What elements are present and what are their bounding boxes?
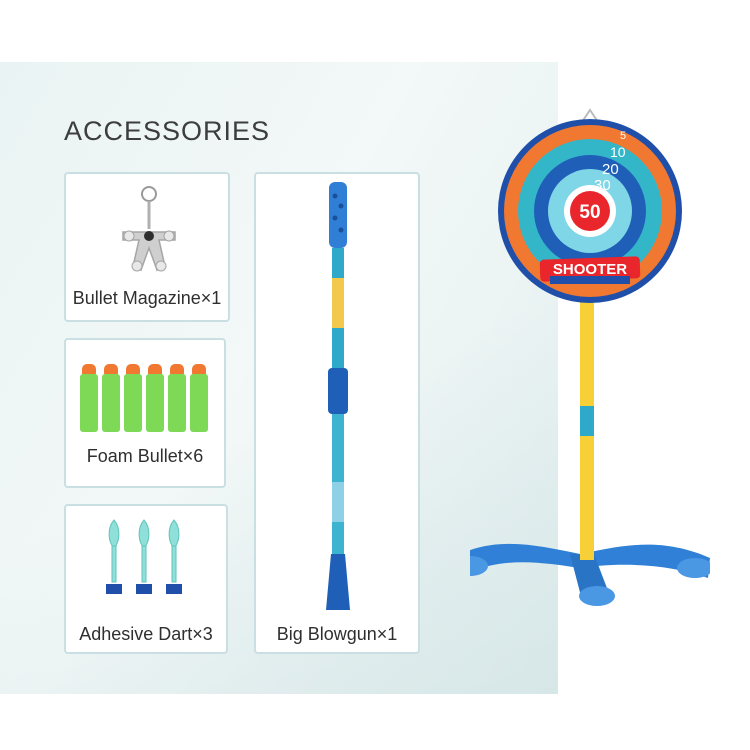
- ring-label-5: 5: [620, 130, 626, 142]
- big-blowgun-label: Big Blowgun×1: [276, 624, 398, 644]
- bullet-magazine-label: Bullet Magazine×1: [72, 288, 222, 308]
- ring-label-10: 10: [610, 144, 626, 160]
- adhesive-dart-label: Adhesive Dart×3: [79, 624, 213, 644]
- stand-base: [470, 543, 710, 606]
- card-big-blowgun: Big Blowgun×1: [254, 172, 420, 654]
- target-brand-logo: SHOOTER: [553, 261, 627, 278]
- bullseye-label: 50: [579, 202, 600, 223]
- section-title: ACCESSORIES: [64, 116, 271, 146]
- foam-bullet-label: Foam Bullet×6: [86, 446, 204, 466]
- foam-bullets-image: [80, 364, 208, 432]
- big-blowgun-image: [326, 182, 350, 610]
- adhesive-darts-image: [106, 519, 182, 594]
- card-adhesive-dart: Adhesive Dart×3: [64, 504, 228, 654]
- bullet-magazine-image: [122, 186, 176, 272]
- card-bullet-magazine: Bullet Magazine×1: [64, 172, 230, 322]
- ring-label-20: 20: [602, 161, 619, 178]
- target-board: [498, 119, 682, 303]
- ring-label-30: 30: [594, 177, 611, 194]
- target-stand-image: 5 10 20 30 50 SHOOTER: [470, 108, 710, 606]
- card-foam-bullet: Foam Bullet×6: [64, 338, 226, 488]
